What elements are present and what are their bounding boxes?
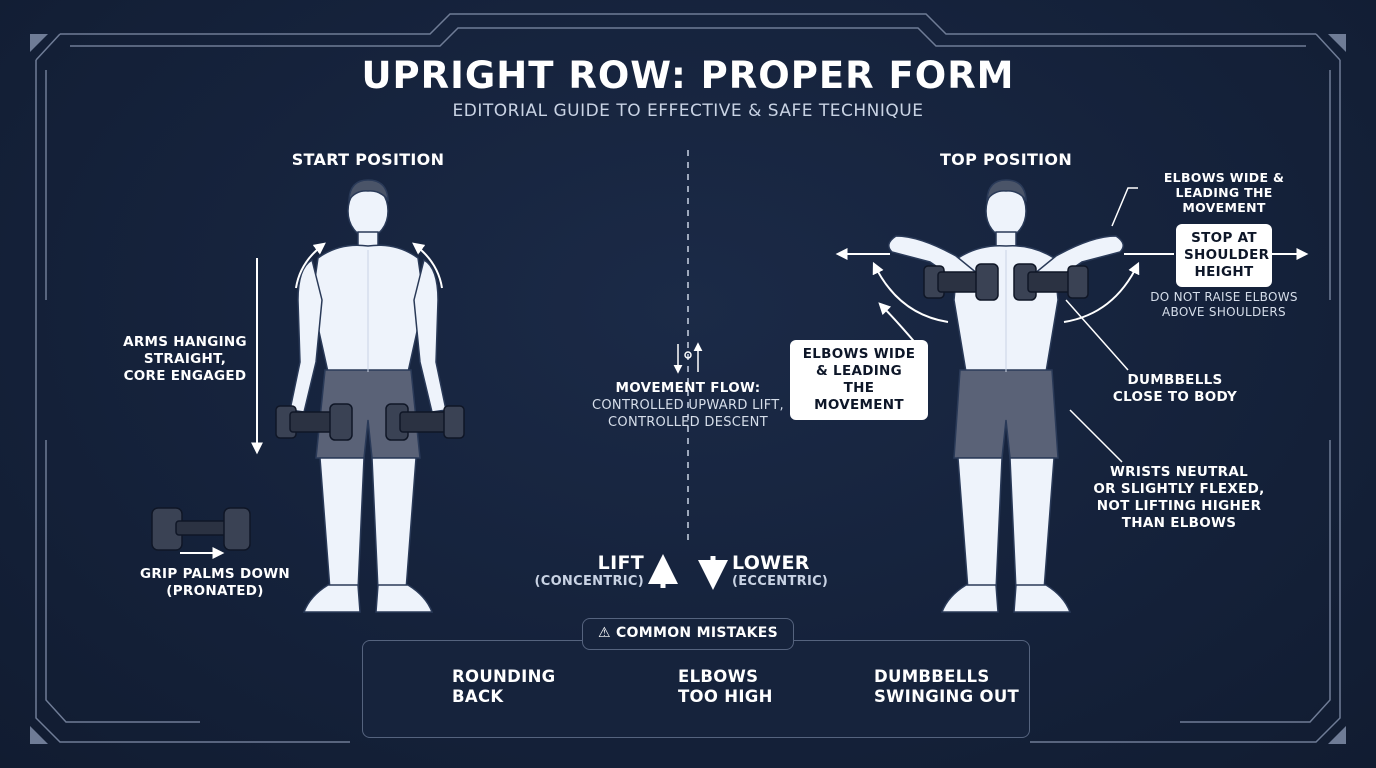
movement-flow-text: CONTROLLED UPWARD LIFT, CONTROLLED DESCE… xyxy=(592,398,784,430)
lift-label: LIFT xyxy=(597,552,644,574)
grip-dumbbell-icon xyxy=(151,507,251,551)
top-position-heading: TOP POSITION xyxy=(939,150,1073,169)
page-subtitle: EDITORIAL GUIDE TO EFFECTIVE & SAFE TECH… xyxy=(452,101,924,121)
mistake-label: ELBOWS TOO HIGH xyxy=(678,667,773,706)
elbows-wide-box: ELBOWS WIDE & LEADING THE MOVEMENT xyxy=(790,340,928,420)
wrists-label: WRISTS NEUTRAL OR SLIGHTLY FLEXED, NOT L… xyxy=(1093,464,1265,531)
grip-label: GRIP PALMS DOWN (PRONATED) xyxy=(139,566,291,599)
mistake-label: DUMBBELLS SWINGING OUT xyxy=(874,667,1020,706)
common-mistakes-heading: COMMON MISTAKES xyxy=(615,625,779,641)
start-dumbbells xyxy=(275,403,465,441)
mistake-label: ROUNDING BACK xyxy=(452,667,556,706)
common-mistakes-panel xyxy=(362,640,1030,738)
lower-label: LOWER xyxy=(732,552,810,574)
lower-sublabel: (ECCENTRIC) xyxy=(732,574,829,589)
start-figure xyxy=(289,179,447,613)
stop-note: DO NOT RAISE ELBOWS ABOVE SHOULDERS xyxy=(1150,290,1298,319)
stop-shoulder-box: STOP AT SHOULDER HEIGHT xyxy=(1176,224,1272,287)
elbows-top-label: ELBOWS WIDE & LEADING THE MOVEMENT xyxy=(1163,170,1285,215)
lift-sublabel: (CONCENTRIC) xyxy=(534,574,644,589)
arms-hanging-label: ARMS HANGING STRAIGHT, CORE ENGAGED xyxy=(123,334,247,384)
dumbbells-close-label: DUMBBELLS CLOSE TO BODY xyxy=(1112,372,1238,405)
movement-flow-title: MOVEMENT FLOW: xyxy=(615,380,761,396)
page-title: UPRIGHT ROW: PROPER FORM xyxy=(361,54,1015,97)
start-position-heading: START POSITION xyxy=(291,150,445,169)
warning-icon: ⚠ xyxy=(597,625,611,641)
common-mistakes-tab: ⚠ COMMON MISTAKES xyxy=(582,618,794,650)
top-dumbbells xyxy=(923,263,1089,301)
